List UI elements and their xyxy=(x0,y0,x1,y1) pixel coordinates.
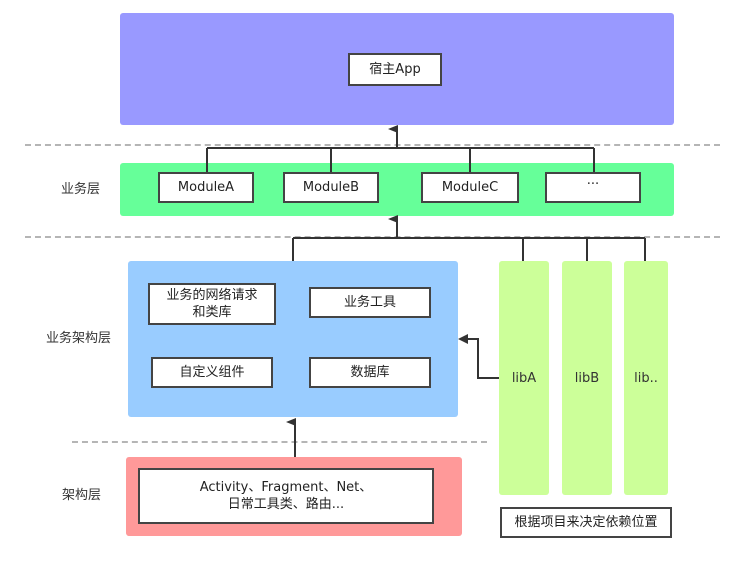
framework-to-business-connector xyxy=(292,215,646,261)
separator-line-3 xyxy=(72,441,487,443)
network-request-box: 业务的网络请求 和类库 xyxy=(148,283,276,325)
business-framework-layer-label: 业务架构层 xyxy=(46,331,112,346)
module-c-box: ModuleC xyxy=(421,172,519,203)
framework-layer-label: 架构层 xyxy=(62,488,102,503)
lib-a-column: libA xyxy=(499,261,549,495)
separator-line-1 xyxy=(25,144,720,146)
lib-b-column: libB xyxy=(562,261,612,495)
custom-widgets-box: 自定义组件 xyxy=(151,357,273,388)
lib-to-framework-connector xyxy=(467,338,499,379)
framework-core-box: Activity、Fragment、Net、 日常工具类、路由... xyxy=(138,468,434,524)
lib-arrow-head xyxy=(458,334,468,344)
lib-note-box: 根据项目来决定依赖位置 xyxy=(500,507,672,538)
business-tools-box: 业务工具 xyxy=(309,287,431,318)
module-b-box: ModuleB xyxy=(283,172,379,203)
module-more-box: ··· xyxy=(545,172,641,203)
business-layer-label: 业务层 xyxy=(61,182,101,197)
lib-more-column: lib.. xyxy=(624,261,668,495)
modules-to-host-connector xyxy=(206,125,595,172)
host-app-box: 宿主App xyxy=(348,53,442,86)
database-box: 数据库 xyxy=(309,357,431,388)
module-a-box: ModuleA xyxy=(158,172,254,203)
